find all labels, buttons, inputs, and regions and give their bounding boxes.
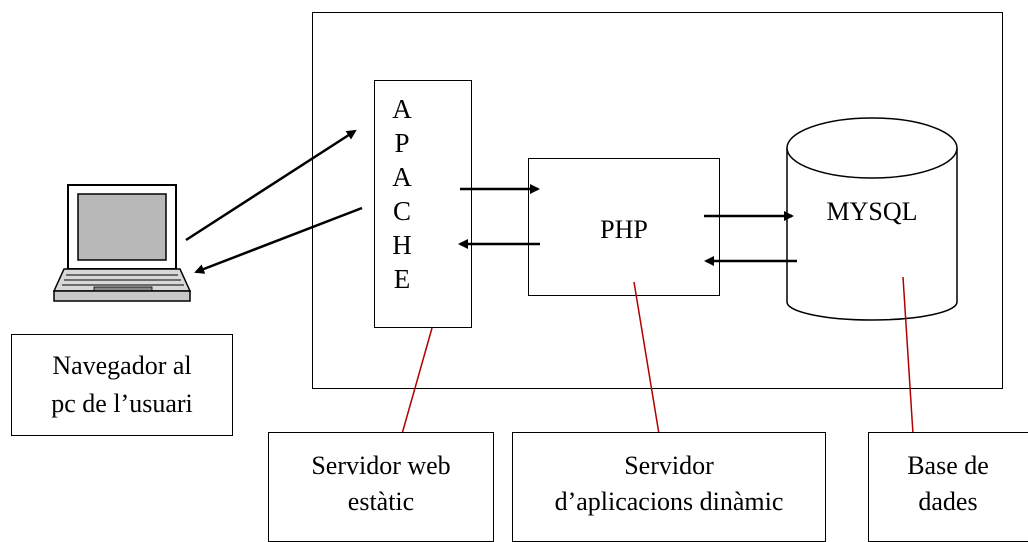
- client-label-box: [11, 334, 233, 436]
- apache-letter-h: H: [392, 230, 412, 260]
- apache-label: A P A C H E: [378, 92, 426, 296]
- client-label-line1: Navegador al: [52, 351, 192, 380]
- app-server-callout-line2: d’aplicacions dinàmic: [554, 487, 784, 516]
- database-callout-line1: Base de: [907, 451, 989, 480]
- php-label: PHP: [600, 215, 648, 244]
- leader-line-web-server: [401, 327, 433, 435]
- web-server-callout-line2: estàtic: [347, 487, 415, 516]
- mysql-label: MYSQL: [826, 197, 918, 226]
- apache-letter-c: C: [392, 196, 411, 226]
- laptop-icon: [52, 184, 192, 302]
- app-server-callout: [512, 432, 826, 542]
- apache-box: [374, 80, 472, 328]
- client-label-line2: pc de l’usuari: [51, 389, 193, 418]
- leader-line-app-server: [633, 281, 660, 435]
- mysql-cylinder: [786, 117, 958, 321]
- database-callout: [868, 432, 1028, 542]
- request-arrow: [185, 129, 357, 242]
- app-server-callout-line1: Servidor: [624, 451, 714, 480]
- apache-letter-p: P: [394, 128, 410, 158]
- database-callout-line2: dades: [918, 487, 978, 516]
- apache-letter-a1: A: [392, 94, 412, 124]
- apache-letter-a2: A: [392, 162, 412, 192]
- leader-line-database: [902, 276, 914, 435]
- php-box: [528, 158, 720, 296]
- apache-letter-e: E: [393, 264, 411, 294]
- response-arrow: [194, 206, 363, 274]
- web-server-callout-line1: Servidor web: [311, 451, 451, 480]
- diagram-graphics: [52, 117, 958, 435]
- web-server-callout: [268, 432, 494, 542]
